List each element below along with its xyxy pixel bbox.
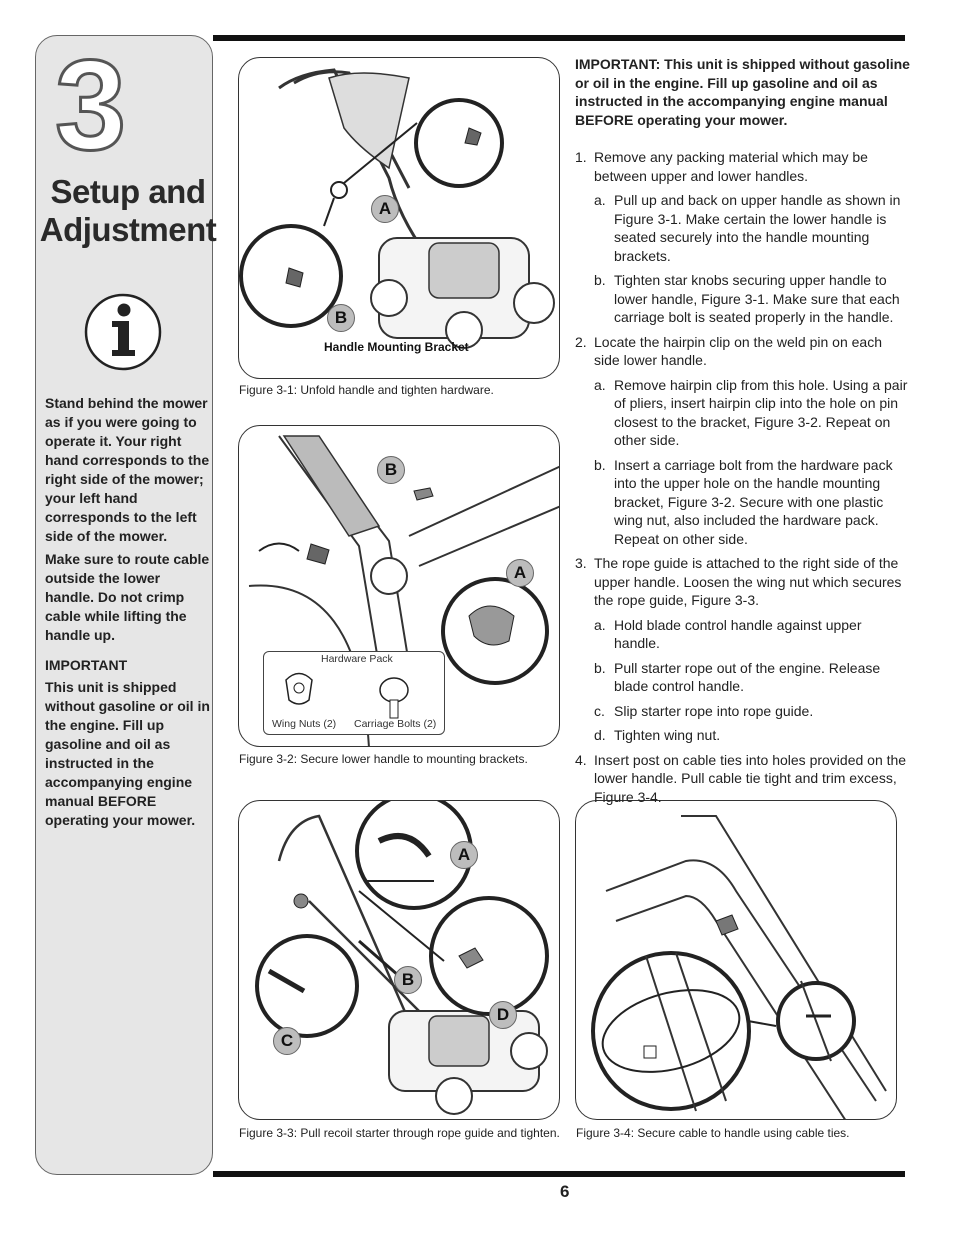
instruction-substep: a. Pull up and back on upper handle as sh… [575, 191, 910, 265]
page-number: 6 [560, 1182, 570, 1201]
instruction-substep: c. Slip starter rope into rope guide. [575, 702, 910, 721]
callout-a: A [506, 559, 534, 587]
bottom-rule [213, 1171, 905, 1177]
figure-3-3: A B C D [238, 800, 560, 1120]
figure-3-2-caption: Figure 3-2: Secure lower handle to mount… [239, 752, 528, 766]
sidebar-important-heading: IMPORTANT [45, 657, 128, 673]
figure-3-4-caption: Figure 3-4: Secure cable to handle using… [576, 1126, 850, 1140]
substep-text: Tighten wing nut. [614, 727, 721, 743]
instruction-substep: a. Remove hairpin clip from this hole. Us… [575, 376, 910, 450]
substep-text: Slip starter rope into rope guide. [614, 702, 814, 719]
substep-text: Tighten star knobs securing upper handle… [614, 272, 900, 325]
figure-3-2-illustration [248, 435, 559, 746]
top-rule [213, 35, 905, 41]
chapter-number: 3 [53, 34, 127, 177]
substep-letter: b. [594, 272, 606, 288]
instruction-steps: 1. Remove any packing material which may … [575, 148, 910, 806]
instructions-column: IMPORTANT: This unit is shipped without … [575, 55, 910, 812]
step-text: The rope guide is attached to the right … [594, 555, 902, 608]
wing-nut-and-bolt-icon [285, 672, 409, 719]
instruction-substep: d. Tighten wing nut. [575, 726, 910, 745]
instruction-substep: b. Insert a carriage bolt from the hardwa… [575, 456, 910, 549]
callout-c: C [273, 1027, 301, 1055]
substep-letter: b. [594, 456, 606, 473]
instruction-step: 1. Remove any packing material which may … [575, 148, 910, 185]
figure-3-1-illustration [239, 68, 555, 349]
handle-mounting-bracket-label: Handle Mounting Bracket [324, 340, 469, 354]
substep-letter: d. [594, 727, 606, 743]
substep-letter: a. [594, 376, 606, 393]
substep-letter: a. [594, 192, 606, 208]
figure-3-1-caption: Figure 3-1: Unfold handle and tighten ha… [239, 383, 494, 397]
figure-3-2: B A Hardware Pack Wing Nuts (2) Carriage… [238, 425, 560, 747]
step-text: Locate the hairpin clip on the weld pin … [594, 333, 882, 369]
figure-3-4 [575, 800, 897, 1120]
callout-a: A [450, 841, 478, 869]
substep-letter: b. [594, 659, 606, 676]
substep-text: Pull starter rope out of the engine. Rel… [614, 659, 881, 695]
figure-3-3-illustration [255, 801, 549, 1115]
step-number: 3. [575, 555, 587, 571]
instruction-substep: b. Tighten star knobs securing upper hand… [575, 271, 910, 327]
substep-letter: c. [594, 702, 605, 719]
section-title-line1: Setup and [50, 173, 206, 210]
callout-b: B [394, 966, 422, 994]
wing-nuts-label: Wing Nuts (2) [272, 718, 337, 730]
hardware-pack-title: Hardware Pack [321, 653, 393, 665]
instruction-substep: a. Hold blade control handle against uppe… [575, 616, 910, 653]
section-title-line2: Adjustment [39, 211, 217, 248]
step-number: 2. [575, 333, 587, 350]
figure-3-4-illustration [591, 815, 887, 1119]
instruction-substep: b. Pull starter rope out of the engine. R… [575, 659, 910, 696]
sidebar-note-cable: Make sure to route cable outside the low… [45, 551, 210, 643]
step-number: 4. [575, 751, 587, 768]
hardware-pack-box: Hardware Pack Wing Nuts (2) Carriage Bol… [263, 651, 445, 735]
step-text: Insert post on cable ties into holes pro… [594, 751, 907, 805]
info-circle-icon [83, 292, 163, 377]
substep-letter: a. [594, 616, 606, 633]
sidebar-panel [35, 35, 213, 1175]
instruction-step: 3. The rope guide is attached to the righ… [575, 554, 910, 610]
section-title: Setup and Adjustment [38, 173, 218, 249]
figure-3-3-caption: Figure 3-3: Pull recoil starter through … [239, 1126, 560, 1140]
step-number: 1. [575, 149, 587, 165]
callout-a: A [371, 195, 399, 223]
instruction-step: 4. Insert post on cable ties into holes p… [575, 751, 910, 807]
callout-d: D [489, 1001, 517, 1029]
callout-b: B [327, 304, 355, 332]
substep-text: Hold blade control handle against upper … [614, 616, 862, 652]
sidebar-note-orientation: Stand behind the mower as if you were go… [45, 395, 210, 544]
carriage-bolts-label: Carriage Bolts (2) [354, 718, 437, 730]
substep-text: Remove hairpin clip from this hole. Usin… [614, 376, 908, 449]
substep-text: Pull up and back on upper handle as show… [614, 192, 901, 264]
substep-text: Insert a carriage bolt from the hardware… [614, 456, 893, 547]
sidebar-important-text: This unit is shipped without gasoline or… [45, 679, 210, 828]
instruction-step: 2. Locate the hairpin clip on the weld pi… [575, 333, 910, 370]
figure-3-1: A B Handle Mounting Bracket [238, 57, 560, 379]
important-notice: IMPORTANT: This unit is shipped without … [575, 56, 910, 128]
callout-b: B [377, 456, 405, 484]
step-text: Remove any packing material which may be… [594, 149, 868, 184]
